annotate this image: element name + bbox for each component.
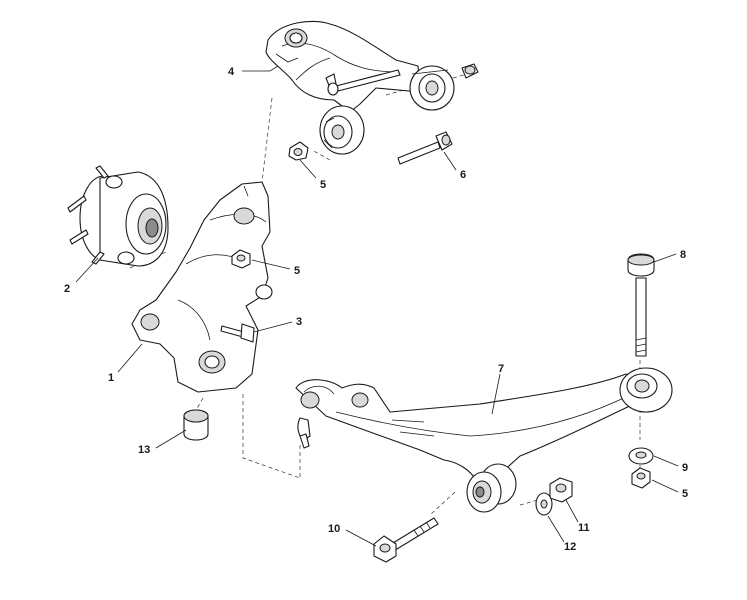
callout-12: 12 (564, 541, 576, 553)
nut-upper-front (288, 141, 309, 161)
lower-ball-joint (297, 417, 311, 449)
bolt-3 (220, 323, 255, 343)
upper-arm-top-bolt (327, 69, 401, 96)
nut-upper-rear (461, 63, 479, 79)
callout-5-upper: 5 (320, 179, 326, 191)
steering-knuckle (131, 181, 273, 393)
callout-6: 6 (460, 169, 466, 181)
callout-10: 10 (328, 523, 340, 535)
lower-control-arm (295, 373, 651, 481)
callout-7: 7 (498, 363, 504, 375)
lower-arm-front-bush (466, 463, 517, 513)
callout-5-knuckle: 5 (294, 265, 300, 277)
callout-8: 8 (680, 249, 686, 261)
leader-lines (75, 65, 679, 547)
callout-2: 2 (64, 283, 70, 295)
callout-labels: 4 5 6 2 5 3 1 13 8 7 9 5 11 12 10 (64, 66, 688, 553)
bolt-6 (397, 131, 453, 165)
lower-arm-rear-bush (619, 367, 673, 413)
nut-knuckle (231, 249, 251, 269)
washer-9 (628, 447, 654, 465)
callout-11: 11 (578, 522, 590, 534)
nut-11 (549, 477, 573, 503)
wheel-hub-bearing (67, 165, 169, 267)
nut-lower-right (631, 467, 651, 489)
dust-cap-13 (183, 409, 209, 441)
callout-9: 9 (682, 462, 688, 474)
washer-12 (535, 492, 553, 516)
upper-control-arm (265, 20, 421, 113)
callout-3: 3 (296, 316, 302, 328)
callout-4: 4 (228, 66, 235, 78)
upper-arm-front-bush (319, 105, 365, 155)
callout-13: 13 (138, 444, 150, 456)
upper-arm-rear-bush (409, 65, 455, 111)
callout-1: 1 (108, 372, 114, 384)
callout-5-lower: 5 (682, 488, 688, 500)
bolt-10 (373, 517, 439, 563)
bolt-8 (627, 253, 655, 357)
